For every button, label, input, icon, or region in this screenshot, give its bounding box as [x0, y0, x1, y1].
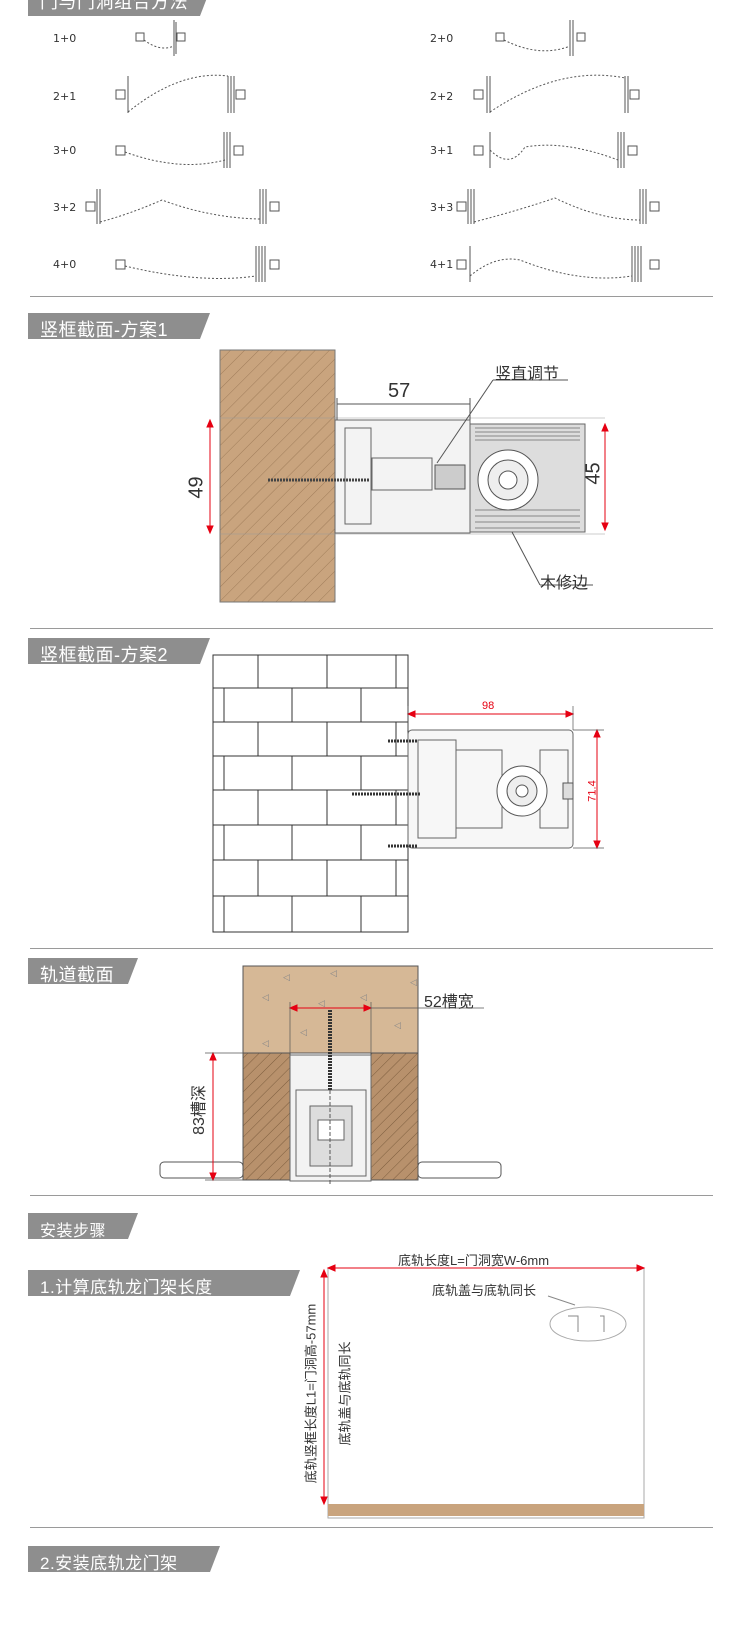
- label-cover-same: 底轨盖与底轨同长: [432, 1283, 537, 1298]
- svg-text:◁: ◁: [262, 993, 269, 1003]
- combo-diagrams: [85, 20, 660, 282]
- banner-title: 安装步骤: [40, 1223, 107, 1240]
- svg-text:◁: ◁: [330, 969, 337, 979]
- combo-label: 4+1: [430, 258, 454, 271]
- label-vertical-cover: 底轨盖与底轨同长: [337, 1341, 353, 1446]
- combo-label: 3+0: [53, 144, 77, 157]
- label-bottom-length: 底轨长度L=门洞宽W-6mm: [398, 1253, 550, 1268]
- dim-width-2: 98: [482, 700, 495, 712]
- banner-shape: [28, 1546, 220, 1572]
- label-slot-width: 52槽宽: [424, 994, 474, 1011]
- label-vertical-length: 底轨竖框长度L1=门洞高-57mm: [303, 1303, 319, 1484]
- banner-shape: [28, 958, 138, 984]
- section-divider: [30, 296, 713, 297]
- section-banner-scheme1: 竖框截面-方案1: [28, 313, 210, 340]
- banner-title: 门与门洞组合方法: [40, 0, 188, 12]
- svg-text:◁: ◁: [262, 1039, 269, 1049]
- svg-text:◁: ◁: [300, 1028, 307, 1038]
- svg-text:◁: ◁: [318, 999, 325, 1009]
- combo-label: 3+2: [53, 201, 77, 214]
- banner-shape: [28, 638, 210, 664]
- scheme2-diagram: [212, 654, 604, 933]
- banner-shape: [28, 1213, 138, 1239]
- section-banner-step1: 1.计算底轨龙门架长度: [28, 1270, 300, 1297]
- banner-title: 竖框截面-方案2: [40, 645, 169, 665]
- section-banner-install: 安装步骤: [28, 1213, 138, 1240]
- banner-shape: [28, 1270, 300, 1296]
- combo-label: 2+2: [430, 90, 454, 103]
- dim-right: 45: [582, 462, 605, 485]
- section-banner-combos: 门与门洞组合方法: [28, 0, 210, 16]
- dim-width: 57: [388, 380, 411, 402]
- step1-diagram: [320, 1264, 646, 1519]
- section-divider: [30, 1527, 713, 1528]
- section-banner-track: 轨道截面: [28, 958, 138, 985]
- combo-label: 3+1: [430, 144, 454, 157]
- combo-label: 2+0: [430, 32, 454, 45]
- combo-label: 1+0: [53, 32, 77, 45]
- ceiling-concrete: [242, 965, 419, 1054]
- label-slot-depth: 83槽深: [190, 1085, 208, 1135]
- label-adjust: 竖直调节: [495, 366, 560, 383]
- banner-title: 轨道截面: [40, 965, 114, 985]
- dim-height: 49: [185, 476, 208, 499]
- label-trim: 木修边: [540, 575, 589, 592]
- svg-text:◁: ◁: [394, 1021, 401, 1031]
- banner-title: 1.计算底轨龙门架长度: [40, 1278, 213, 1297]
- section-banner-scheme2: 竖框截面-方案2: [28, 638, 210, 665]
- svg-text:◁: ◁: [283, 973, 290, 983]
- section-divider: [30, 628, 713, 629]
- scheme1-diagram: [206, 349, 609, 603]
- combo-label: 2+1: [53, 90, 77, 103]
- svg-text:◁: ◁: [360, 993, 367, 1003]
- banner-title: 竖框截面-方案1: [40, 320, 169, 340]
- section-divider: [30, 1195, 713, 1196]
- svg-text:◁: ◁: [410, 978, 417, 988]
- combo-label: 4+0: [53, 258, 77, 271]
- section-divider: [30, 948, 713, 949]
- combo-label: 3+3: [430, 201, 454, 214]
- dim-height-2: 71.4: [586, 780, 599, 802]
- section-banner-step2: 2.安装底轨龙门架: [28, 1546, 220, 1573]
- banner-shape: [28, 0, 207, 16]
- track-diagram: ◁ ◁ ◁ ◁ ◁ ◁ ◁ ◁ ◁: [159, 965, 502, 1186]
- banner-title: 2.安装底轨龙门架: [40, 1554, 178, 1573]
- banner-shape: [28, 313, 210, 339]
- wood-wall: [219, 349, 336, 603]
